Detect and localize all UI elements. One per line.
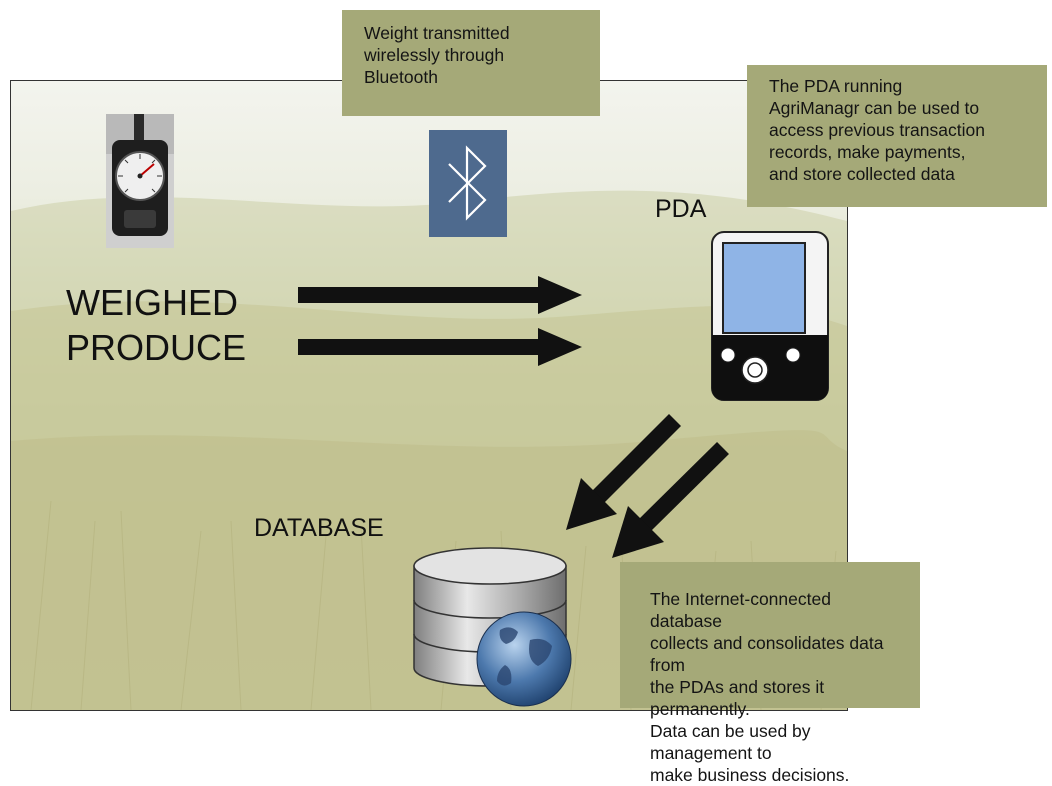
database-note-line-3: the PDAs and stores it permanently. xyxy=(650,677,825,719)
bluetooth-note-line-2: wirelessly through xyxy=(364,45,505,65)
bluetooth-icon xyxy=(429,130,507,237)
agrimanagr-workflow-diagram: WEIGHED PRODUCE PDA DATABASE Weight tran… xyxy=(10,10,1047,785)
weighing-scale-icon xyxy=(106,114,174,248)
pda-note-line-5: and store collected data xyxy=(769,164,955,184)
pda-note-line-3: access previous transaction xyxy=(769,120,985,140)
database-note-line-1: The Internet-connected database xyxy=(650,589,831,631)
bluetooth-note-line-1: Weight transmitted xyxy=(364,23,510,43)
pda-note-line-4: records, make payments, xyxy=(769,142,966,162)
produce-label-line-2: PRODUCE xyxy=(66,327,247,368)
weighed-produce-label: WEIGHED PRODUCE xyxy=(66,280,246,370)
database-label: DATABASE xyxy=(254,514,384,542)
pda-note-line-1: The PDA running xyxy=(769,76,903,96)
pda-label: PDA xyxy=(655,195,707,223)
database-note-line-2: collects and consolidates data from xyxy=(650,633,884,675)
pda-note-line-2: AgriManagr can be used to xyxy=(769,98,980,118)
produce-label-line-1: WEIGHED xyxy=(66,282,239,323)
pda-note: The PDA running AgriManagr can be used t… xyxy=(747,65,1047,207)
database-note-line-4: Data can be used by management to xyxy=(650,721,811,763)
bluetooth-note: Weight transmitted wirelessly through Bl… xyxy=(342,10,600,116)
database-note-line-5: make business decisions. xyxy=(650,765,850,785)
bluetooth-note-line-3: Bluetooth xyxy=(364,67,438,87)
database-note: The Internet-connected database collects… xyxy=(620,562,920,785)
